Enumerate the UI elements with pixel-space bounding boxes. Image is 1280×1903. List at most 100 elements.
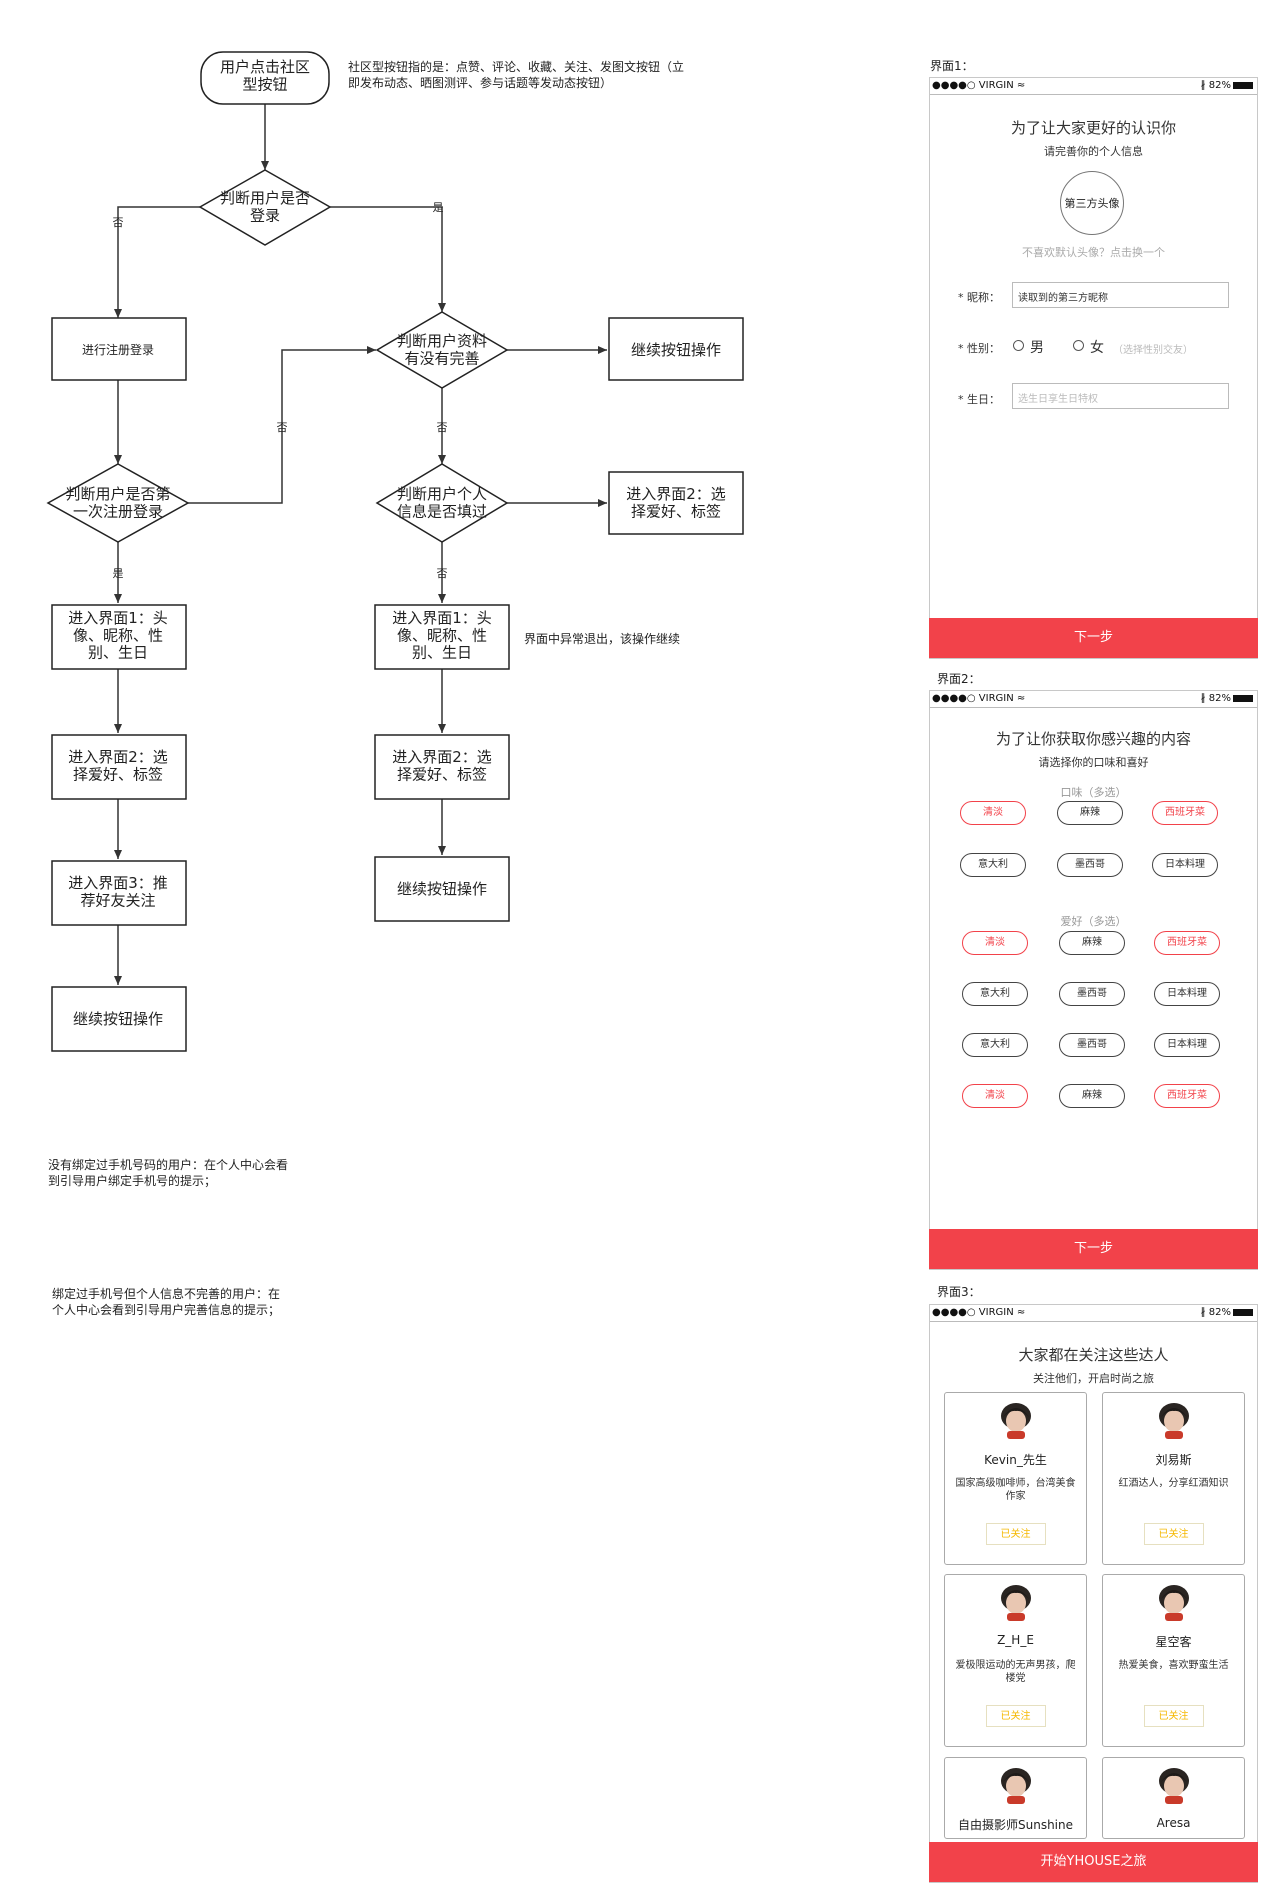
edge-label-first-no: 否 bbox=[277, 421, 288, 434]
tag-chip[interactable]: 意大利 bbox=[962, 982, 1028, 1006]
follow-button[interactable]: 已关注 bbox=[985, 1705, 1046, 1727]
screen3-phone: ●●●●○ VIRGIN ≈ ∦ 82% 大家都在关注这些达人 关注他们，开启时… bbox=[929, 1304, 1258, 1883]
gender-male-radio[interactable]: 男 bbox=[1013, 337, 1044, 357]
radio-icon bbox=[1073, 340, 1084, 351]
screen3-subtitle: 关注他们，开启时尚之旅 bbox=[1033, 1372, 1154, 1385]
birthday-field[interactable]: 选生日享生日特权 bbox=[1012, 383, 1229, 409]
user-description: 红酒达人，分享红酒知识 bbox=[1118, 1478, 1229, 1489]
status-bar: ●●●●○ VIRGIN ≈ ∦ 82% bbox=[930, 691, 1257, 708]
edge-first-no bbox=[188, 346, 376, 504]
user-description: 热爱美食，喜欢野蛮生活 bbox=[1118, 1660, 1229, 1671]
user-avatar bbox=[998, 1766, 1034, 1804]
user-card[interactable]: 刘易斯红酒达人，分享红酒知识已关注 bbox=[1102, 1392, 1245, 1565]
status-bar: ●●●●○ VIRGIN ≈ ∦ 82% bbox=[930, 1305, 1257, 1322]
left-screen2-label: 进入界面2：选择爱好、标签 bbox=[68, 748, 168, 783]
tag-chip[interactable]: 西班牙菜 bbox=[1152, 801, 1218, 825]
tag-chip[interactable]: 清淡 bbox=[962, 1084, 1028, 1108]
screen2-right-label: 进入界面2：选择爱好、标签 bbox=[626, 485, 726, 520]
user-card[interactable]: 星空客热爱美食，喜欢野蛮生活已关注 bbox=[1102, 1574, 1245, 1747]
user-card[interactable]: Kevin_先生国家高级咖啡师，台湾美食作家已关注 bbox=[944, 1392, 1087, 1565]
tag-chip[interactable]: 意大利 bbox=[962, 1033, 1028, 1057]
wifi-icon: ≈ bbox=[1016, 1307, 1026, 1318]
start-node bbox=[200, 51, 330, 105]
start-button[interactable]: 开始YHOUSE之旅 bbox=[929, 1842, 1258, 1882]
user-name: Z_H_E bbox=[997, 1633, 1034, 1647]
battery-indicator: ∦ 82% bbox=[1201, 1307, 1253, 1318]
avatar-change-hint[interactable]: 不喜欢默认头像？点击换一个 bbox=[1022, 246, 1165, 259]
user-description: 国家高级咖啡师，台湾美食作家 bbox=[955, 1478, 1076, 1502]
decision-info-node bbox=[375, 463, 509, 543]
taste-heading: 口味（多选） bbox=[1060, 786, 1127, 799]
avatar-picker[interactable]: 第三方头像 bbox=[1060, 171, 1124, 235]
battery-icon bbox=[1233, 1308, 1253, 1316]
nickname-field[interactable]: 读取到的第三方昵称 bbox=[1012, 282, 1229, 308]
avatar-label: 第三方头像 bbox=[1064, 197, 1120, 210]
follow-button[interactable]: 已关注 bbox=[1143, 1523, 1204, 1545]
decision-login-label: 判断用户是否登录 bbox=[220, 189, 310, 224]
screen2-label: 界面2： bbox=[937, 672, 981, 686]
bluetooth-icon: ∦ bbox=[1200, 1307, 1206, 1318]
user-card[interactable]: 自由摄影师Sunshine bbox=[944, 1757, 1087, 1839]
bluetooth-icon: ∦ bbox=[1200, 80, 1206, 91]
note-abnormal-exit: 界面中异常退出，该操作继续 bbox=[524, 632, 681, 646]
decision-first-register-node bbox=[46, 463, 190, 543]
left-screen3-node bbox=[51, 860, 187, 926]
left-screen1-label: 进入界面1：头像、昵称、性别、生日 bbox=[68, 609, 168, 662]
next-button[interactable]: 下一步 bbox=[929, 618, 1258, 658]
user-description: 爱极限运动的无声男孩，爬楼党 bbox=[955, 1660, 1076, 1684]
tag-chip[interactable]: 西班牙菜 bbox=[1154, 1084, 1220, 1108]
tag-chip[interactable]: 意大利 bbox=[960, 853, 1026, 877]
tag-chip[interactable]: 清淡 bbox=[962, 931, 1028, 955]
edge-label-login-no: 否 bbox=[113, 216, 124, 229]
user-name: 自由摄影师Sunshine bbox=[957, 1818, 1073, 1832]
left-screen3-label: 进入界面3：推荐好友关注 bbox=[68, 874, 168, 909]
gender-female-radio[interactable]: 女 bbox=[1073, 337, 1104, 357]
follow-button[interactable]: 已关注 bbox=[1143, 1705, 1204, 1727]
user-avatar bbox=[1156, 1583, 1192, 1621]
user-name: Kevin_先生 bbox=[984, 1453, 1047, 1467]
tag-chip[interactable]: 日本料理 bbox=[1154, 982, 1220, 1006]
mid-screen1-node bbox=[374, 604, 510, 670]
follow-button[interactable]: 已关注 bbox=[985, 1523, 1046, 1545]
note-incomplete-info: 绑定过手机号但个人信息不完善的用户：在 个人中心会看到引导用户完善信息的提示； bbox=[52, 1287, 281, 1317]
battery-indicator: ∦ 82% bbox=[1201, 693, 1253, 704]
carrier-text: ●●●●○ VIRGIN ≈ bbox=[932, 693, 1026, 704]
screen3-title: 大家都在关注这些达人 bbox=[1018, 1346, 1169, 1364]
user-card[interactable]: Aresa bbox=[1102, 1757, 1245, 1839]
mid-screen1-label: 进入界面1：头像、昵称、性别、生日 bbox=[392, 609, 492, 662]
tag-chip[interactable]: 清淡 bbox=[960, 801, 1026, 825]
decision-profile-node bbox=[375, 311, 509, 389]
user-name: 星空客 bbox=[1155, 1635, 1192, 1649]
register-login-label: 进行注册登录 bbox=[82, 342, 154, 357]
screen2-title: 为了让你获取你感兴趣的内容 bbox=[995, 730, 1191, 748]
register-login-node bbox=[51, 317, 187, 381]
radio-icon bbox=[1013, 340, 1024, 351]
tag-chip[interactable]: 麻辣 bbox=[1057, 801, 1123, 825]
tag-chip[interactable]: 西班牙菜 bbox=[1154, 931, 1220, 955]
tag-chip[interactable]: 麻辣 bbox=[1059, 931, 1125, 955]
decision-login-node bbox=[198, 169, 332, 246]
tag-chip[interactable]: 墨西哥 bbox=[1059, 982, 1125, 1006]
battery-icon bbox=[1233, 694, 1253, 702]
edge-label-first-yes: 是 bbox=[113, 567, 124, 580]
carrier-text: ●●●●○ VIRGIN ≈ bbox=[932, 1307, 1026, 1318]
battery-icon bbox=[1233, 81, 1253, 89]
birthday-label: * 生日： bbox=[958, 393, 1000, 406]
screen1-label: 界面1： bbox=[930, 59, 974, 73]
user-card[interactable]: Z_H_E 爱极限运动的无声男孩，爬楼党已关注 bbox=[944, 1574, 1087, 1747]
flowchart: 用户点击社区型按钮 判断用户是否登录 进行注册登录 判断用户是否第一次注册登录 … bbox=[46, 51, 744, 1052]
edge-label-login-yes: 是 bbox=[433, 201, 444, 214]
tag-chip[interactable]: 日本料理 bbox=[1152, 853, 1218, 877]
wifi-icon: ≈ bbox=[1016, 80, 1026, 91]
edge-login-no bbox=[114, 206, 200, 318]
decision-info-label: 判断用户个人信息是否填过 bbox=[397, 485, 487, 520]
next-button[interactable]: 下一步 bbox=[929, 1229, 1258, 1269]
user-name: 刘易斯 bbox=[1155, 1453, 1192, 1467]
bluetooth-icon: ∦ bbox=[1200, 693, 1206, 704]
tag-chip[interactable]: 墨西哥 bbox=[1059, 1033, 1125, 1057]
edge-login-yes bbox=[330, 206, 446, 312]
tag-chip[interactable]: 日本料理 bbox=[1154, 1033, 1220, 1057]
tag-chip[interactable]: 墨西哥 bbox=[1057, 853, 1123, 877]
screen2-right-node bbox=[608, 471, 744, 535]
tag-chip[interactable]: 麻辣 bbox=[1059, 1084, 1125, 1108]
